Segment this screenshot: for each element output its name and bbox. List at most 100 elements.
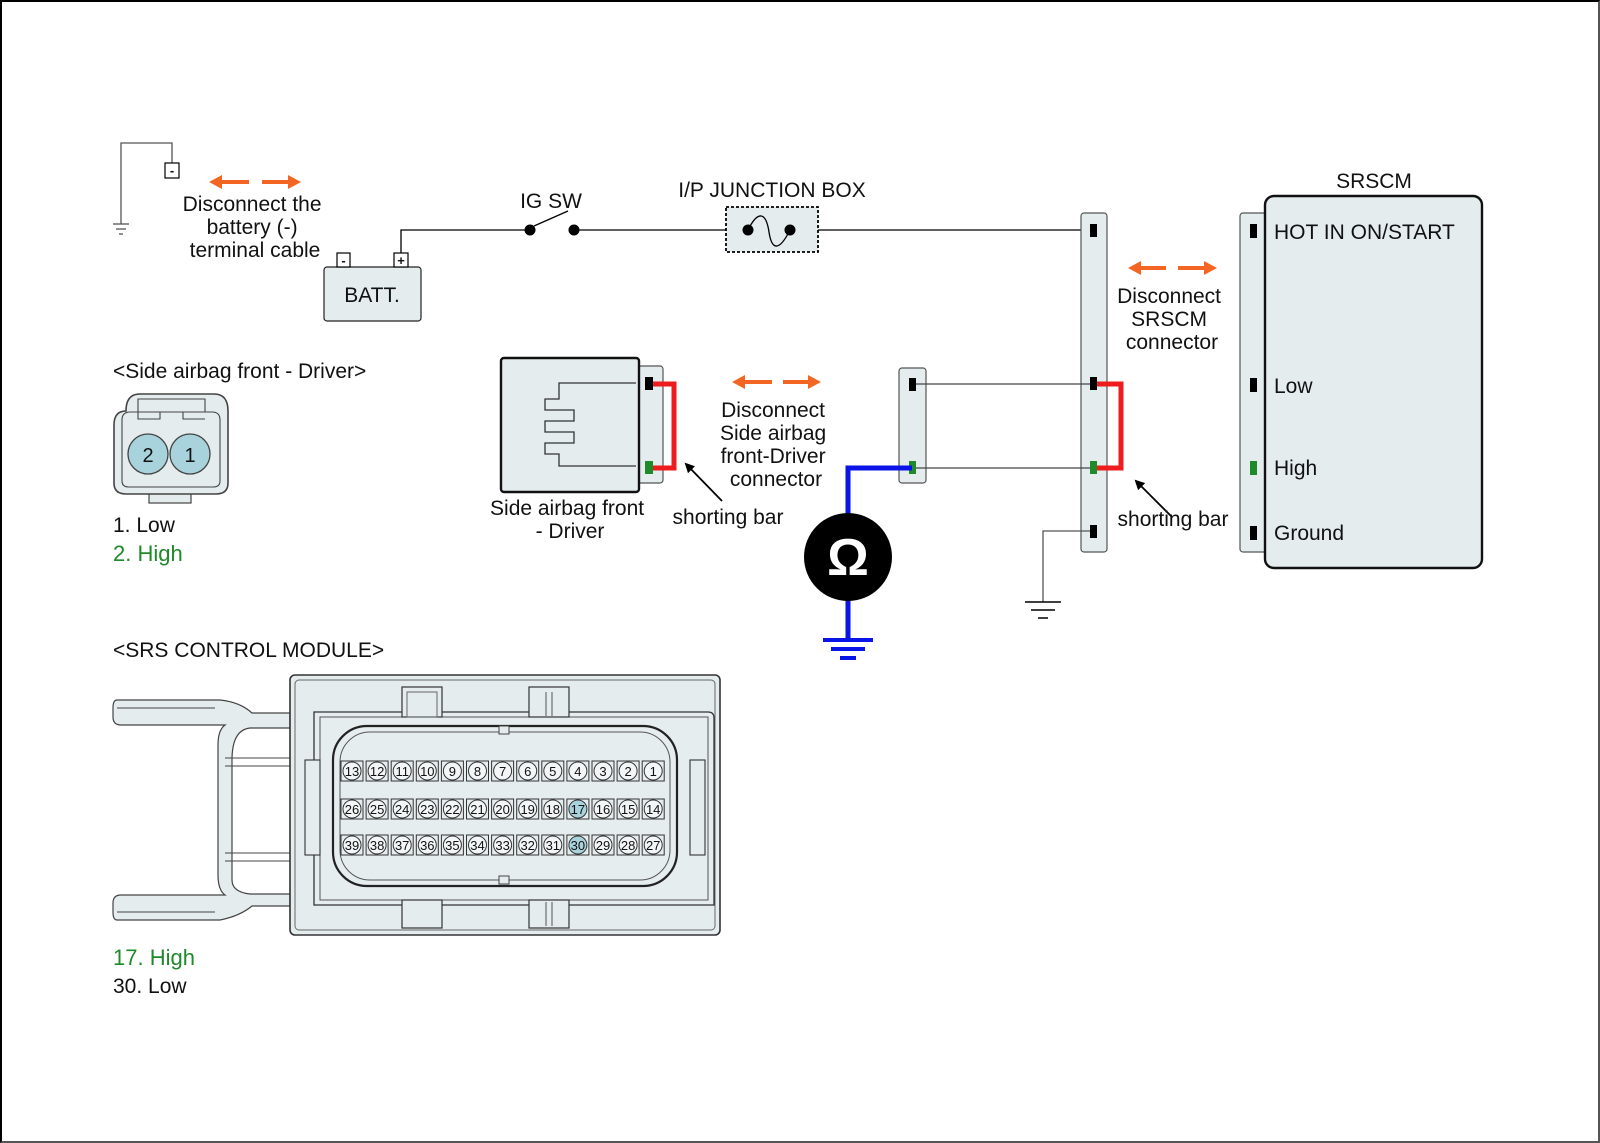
side-airbag-component-label: Side airbag front - Driver	[490, 497, 650, 543]
pin-cell-36: 36	[415, 834, 439, 856]
pin-number: 16	[596, 802, 610, 817]
squib-icon	[544, 382, 636, 467]
pin-number: 29	[596, 838, 610, 853]
signal-wires	[916, 383, 1090, 469]
svg-text:-: -	[170, 163, 174, 178]
pin-number: 2	[624, 764, 631, 779]
junction-box-label: I/P JUNCTION BOX	[678, 179, 865, 202]
pin-cell-5: 5	[541, 760, 565, 782]
pin-number: 19	[520, 802, 534, 817]
srscm-pin-high	[1250, 461, 1257, 475]
pin-number: 21	[470, 802, 484, 817]
pin-cell-20: 20	[491, 798, 515, 820]
pin-cell-37: 37	[390, 834, 414, 856]
battery-negative-terminal: -	[341, 253, 345, 268]
pin-number: 25	[370, 802, 384, 817]
harness-ground	[1025, 530, 1090, 619]
pin-cell-21: 21	[466, 798, 489, 820]
airbag-pin-2: 2	[142, 445, 153, 467]
ohmmeter: Ω	[804, 465, 912, 660]
srscm-pin-ground	[1250, 526, 1257, 540]
pin-cell-6: 6	[516, 760, 540, 782]
pin-number: 13	[345, 764, 359, 779]
shorting-bar-label-right: shorting bar	[1118, 508, 1229, 531]
srscm-module: SRSCM HOT IN ON/START Low High Ground	[1239, 170, 1484, 570]
pin-number: 28	[621, 838, 635, 853]
ground-cable-terminal: -	[164, 162, 180, 179]
pin-cell-38: 38	[365, 834, 389, 856]
pin-number: 4	[574, 764, 581, 779]
pin-number: 15	[621, 802, 635, 817]
pin-cell-32: 32	[516, 834, 540, 856]
pin-number: 11	[395, 764, 409, 779]
srscm-pin-label-high: High	[1274, 457, 1317, 480]
srscm-disconnect-instruction: Disconnect SRSCM connector	[1117, 285, 1227, 354]
shorting-bar-airbag	[653, 381, 677, 471]
battery-positive-terminal: +	[397, 253, 405, 268]
pin-number: 8	[474, 764, 481, 779]
pin-number: 3	[599, 764, 606, 779]
pin-cell-8: 8	[466, 760, 489, 782]
pin-number: 7	[499, 764, 506, 779]
srscm-pin-low	[1250, 378, 1257, 392]
pin-cell-15: 15	[616, 798, 640, 820]
pin-cell-7: 7	[491, 760, 515, 782]
pin-cell-39: 39	[340, 834, 364, 856]
pin-number: 34	[470, 838, 484, 853]
pin-number: 22	[445, 802, 459, 817]
pin-cell-17: 17	[566, 798, 590, 820]
power-wire	[400, 229, 1094, 253]
pin-number: 24	[395, 802, 409, 817]
battery-ground-wire	[113, 142, 173, 235]
ignition-switch: IG SW	[520, 190, 582, 236]
airbag-legend-high: 2. High	[113, 541, 183, 566]
ig-switch-label: IG SW	[520, 190, 582, 213]
pin-cell-11: 11	[390, 760, 414, 782]
pin-cell-19: 19	[516, 798, 540, 820]
side-airbag-connector-face: 2 1	[113, 393, 229, 504]
pin-cell-35: 35	[440, 834, 464, 856]
fuse-icon	[747, 215, 791, 247]
srscm-title: SRSCM	[1336, 170, 1412, 193]
disconnect-arrows-airbag	[732, 375, 821, 389]
pin-cell-2: 2	[616, 760, 640, 782]
pin-cell-12: 12	[365, 760, 389, 782]
pin-number: 31	[546, 838, 560, 853]
pin-number: 9	[449, 764, 456, 779]
pin-number: 18	[546, 802, 560, 817]
pin-cell-22: 22	[440, 798, 464, 820]
pin-cell-27: 27	[641, 834, 665, 856]
battery: - + BATT.	[323, 252, 422, 322]
pin-number: 20	[495, 802, 509, 817]
shorting-bar-srscm	[1097, 381, 1124, 471]
pin-cell-9: 9	[440, 760, 464, 782]
pin-cell-10: 10	[415, 760, 439, 782]
pin-cell-31: 31	[541, 834, 565, 856]
airbag-legend-low: 1. Low	[113, 514, 176, 537]
srs-legend-low: 30. Low	[113, 975, 187, 998]
pin-cell-24: 24	[390, 798, 414, 820]
srs-module-title: <SRS CONTROL MODULE>	[113, 639, 384, 662]
disconnect-arrows-srscm	[1128, 261, 1217, 275]
pin-cell-3: 3	[591, 760, 615, 782]
pin-number: 12	[370, 764, 384, 779]
pin-cell-29: 29	[591, 834, 615, 856]
pin-number: 23	[420, 802, 434, 817]
pin-cell-33: 33	[491, 834, 515, 856]
pin-number: 5	[549, 764, 556, 779]
shorting-bar-pointer-left	[684, 462, 723, 502]
pin-number: 37	[395, 838, 409, 853]
battery-disconnect-instruction: Disconnect the battery (-) terminal cabl…	[183, 193, 328, 262]
srscm-pin-hot	[1250, 224, 1257, 238]
pin-cell-25: 25	[365, 798, 389, 820]
pin-cell-18: 18	[541, 798, 565, 820]
disconnect-arrows-battery	[209, 175, 301, 189]
pin-number: 26	[345, 802, 359, 817]
pin-number: 35	[445, 838, 459, 853]
pin-number: 38	[370, 838, 384, 853]
junction-box: I/P JUNCTION BOX	[678, 179, 866, 253]
side-airbag-connector-title: <Side airbag front - Driver>	[113, 360, 366, 383]
pin-number: 27	[646, 838, 660, 853]
